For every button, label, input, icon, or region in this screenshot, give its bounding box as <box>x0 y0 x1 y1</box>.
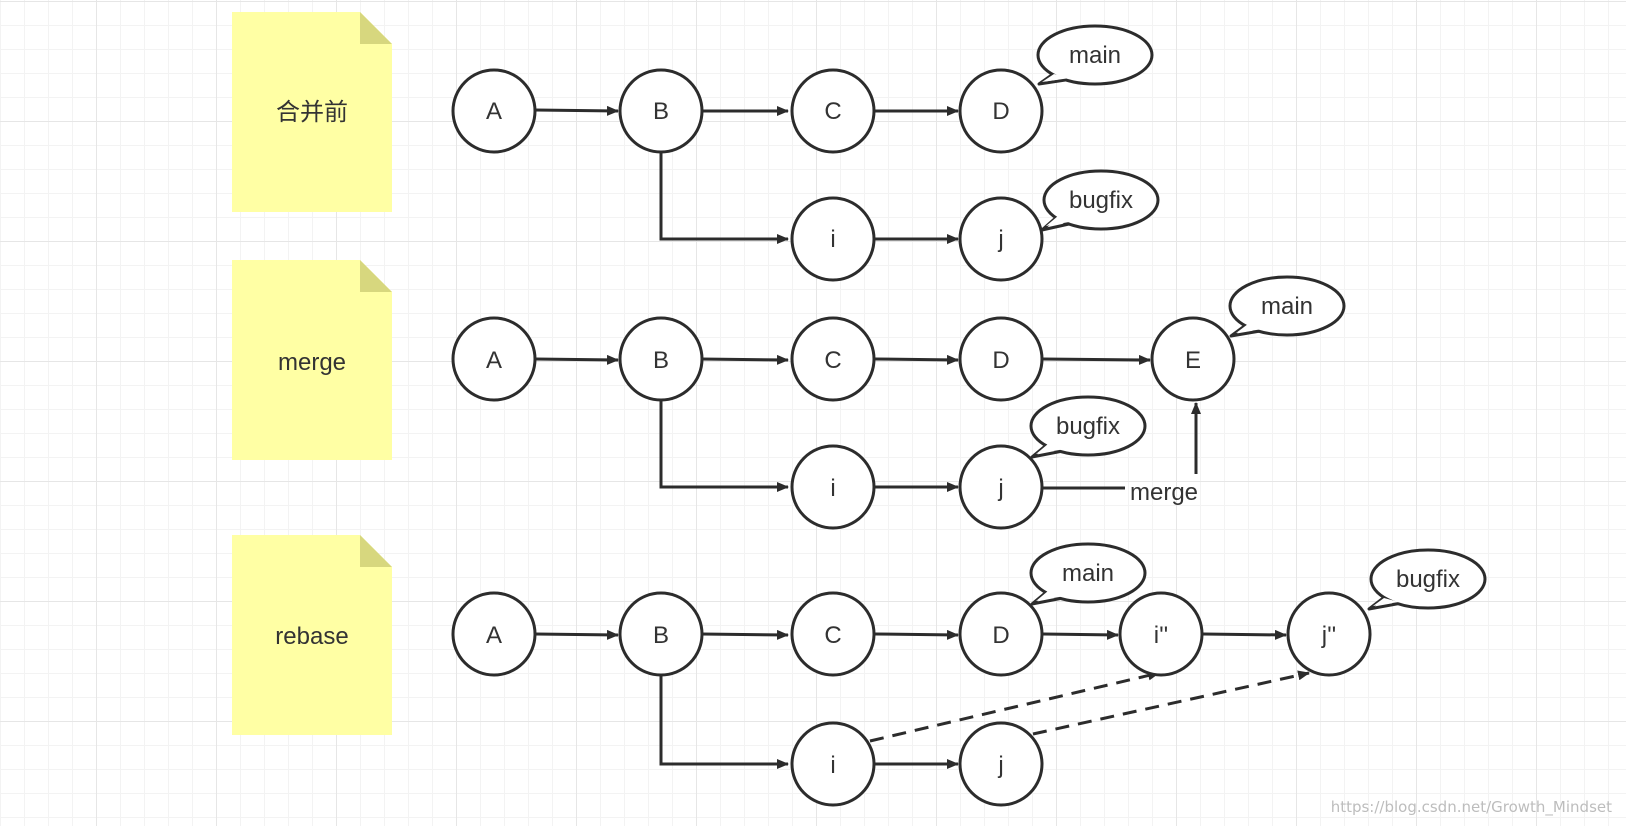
commit-node-c <box>790 316 876 402</box>
commit-node-a <box>451 68 537 154</box>
commit-label: B <box>653 98 669 125</box>
edge-c-d <box>874 629 959 640</box>
row-before-nodes: A B C D i j <box>451 68 1044 282</box>
commit-label: j <box>997 226 1003 253</box>
row-merge <box>534 354 1201 492</box>
branch-label-text: main <box>1062 560 1114 587</box>
commit-node-b <box>618 316 704 402</box>
commit-label: D <box>992 347 1009 374</box>
edge-b-c <box>700 354 789 365</box>
branch-label-main-before: main <box>1036 24 1154 86</box>
row-before <box>534 105 959 244</box>
edge-b-i <box>659 151 789 244</box>
branch-label-text: bugfix <box>1069 187 1133 214</box>
commit-label: C <box>824 98 841 125</box>
edge-b-i <box>659 674 789 769</box>
commit-node-d <box>958 591 1044 677</box>
commit-label: i <box>830 752 835 779</box>
note-before-label: 合并前 <box>276 99 348 126</box>
commit-label: B <box>653 347 669 374</box>
note-rebase: rebase <box>232 535 392 735</box>
branch-label-text: bugfix <box>1396 566 1460 593</box>
row-rebase-nodes: A B C D i'' j'' i j <box>451 591 1372 807</box>
commit-node-c <box>790 68 876 154</box>
row-merge-nodes: A B C D E i j <box>451 316 1236 530</box>
commit-label: A <box>486 622 502 649</box>
commit-node-i2 <box>1118 591 1204 677</box>
edge-d-i2 <box>1042 629 1119 640</box>
commit-node-a <box>451 316 537 402</box>
edge-a-b <box>534 354 619 365</box>
commit-node-d <box>958 316 1044 402</box>
branch-label-main-rebase: main <box>1029 542 1147 606</box>
branch-label-bugfix-merge: bugfix <box>1029 395 1147 459</box>
commit-node-c <box>790 591 876 677</box>
commit-node-j <box>958 721 1044 807</box>
edge-b-i <box>659 399 789 492</box>
row-rebase <box>534 629 1310 769</box>
commit-label: D <box>992 98 1009 125</box>
rebase-edge-j-j2 <box>1032 670 1310 736</box>
commit-label: C <box>824 622 841 649</box>
commit-node-i <box>790 444 876 530</box>
branch-label-text: main <box>1069 42 1121 69</box>
branch-label-text: main <box>1261 293 1313 320</box>
note-before: 合并前 <box>232 12 392 212</box>
commit-label: A <box>486 347 502 374</box>
edge-b-c <box>700 629 789 640</box>
commit-node-i <box>790 196 876 282</box>
commit-node-j <box>958 444 1044 530</box>
commit-node-a <box>451 591 537 677</box>
commit-node-i <box>790 721 876 807</box>
edge-a-b <box>534 629 619 640</box>
note-merge-label: merge <box>278 349 346 376</box>
commit-label: i <box>830 475 835 502</box>
watermark: https://blog.csdn.net/Growth_Mindset <box>1330 798 1612 816</box>
edge-i2-j2 <box>1202 629 1287 640</box>
branch-label-bugfix-before: bugfix <box>1040 169 1160 232</box>
commit-node-j <box>958 196 1044 282</box>
commit-label: D <box>992 622 1009 649</box>
edge-a-b <box>534 105 619 116</box>
commit-node-b <box>618 591 704 677</box>
edge-c-d <box>874 354 959 365</box>
merge-edge-label: merge <box>1130 479 1198 506</box>
commit-node-d <box>958 68 1044 154</box>
branch-label-bugfix-rebase: bugfix <box>1367 548 1487 611</box>
commit-node-j2 <box>1286 591 1372 677</box>
commit-label: j <box>997 475 1003 502</box>
commit-label: j <box>997 752 1003 779</box>
commit-label: i'' <box>1154 622 1169 649</box>
rebase-edge-i-i2 <box>869 670 1160 743</box>
commit-label: E <box>1185 347 1201 374</box>
commit-label: j'' <box>1321 622 1337 649</box>
commit-node-e <box>1150 316 1236 402</box>
branch-label-text: bugfix <box>1056 413 1120 440</box>
edge-d-e <box>1042 354 1151 365</box>
note-merge: merge <box>232 260 392 460</box>
commit-label: C <box>824 347 841 374</box>
commit-node-b <box>618 68 704 154</box>
branch-label-main-merge: main <box>1228 275 1346 338</box>
commit-label: B <box>653 622 669 649</box>
commit-label: i <box>830 226 835 253</box>
commit-label: A <box>486 98 502 125</box>
note-rebase-label: rebase <box>275 623 348 650</box>
